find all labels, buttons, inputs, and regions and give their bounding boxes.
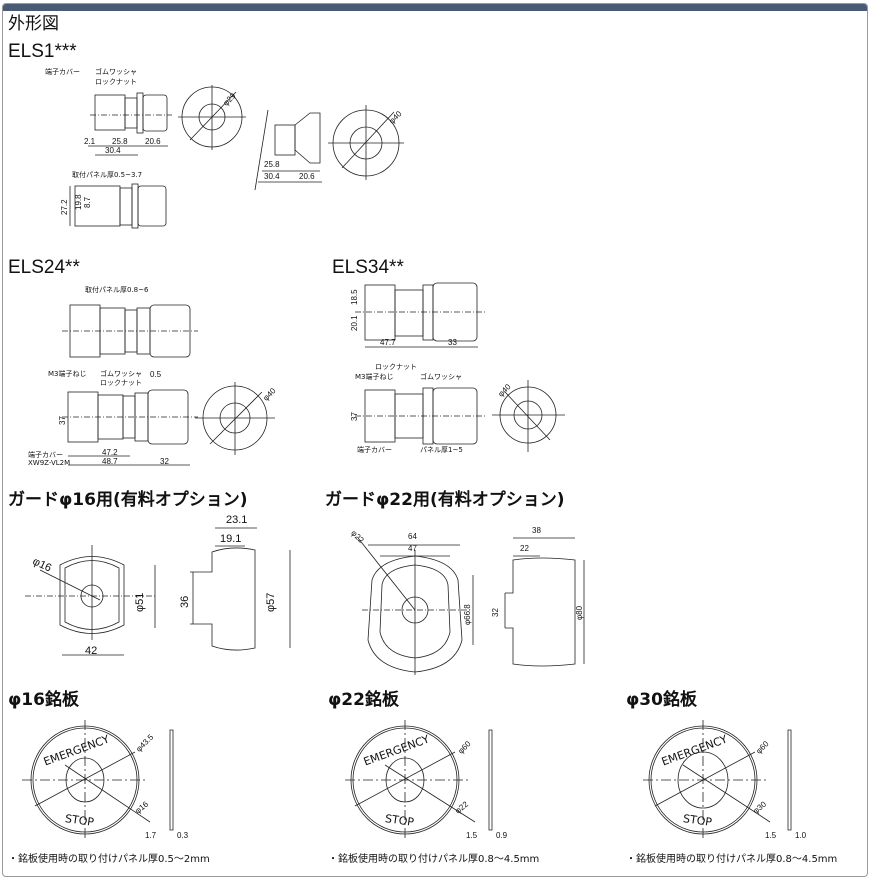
dim: 25.8	[264, 160, 280, 169]
els24-heading: ELS24**	[8, 257, 80, 278]
dim: 0.9	[496, 831, 508, 840]
dim: 2.1	[84, 137, 96, 146]
dim: 47	[408, 544, 417, 553]
plate30-heading: φ30銘板	[626, 690, 697, 710]
label: ロックナット	[100, 379, 142, 387]
els1-tilt-view	[254, 109, 322, 191]
dim: 64	[408, 532, 417, 541]
label: M3端子ねじ	[48, 370, 87, 378]
dim: 48.7	[102, 457, 118, 466]
label: 端子カバー	[28, 451, 63, 459]
label: ゴムワッシャ	[420, 373, 462, 381]
dim: φ80	[575, 605, 584, 620]
plate-note: ・銘板使用時の取り付けパネル厚0.8～4.5mm	[328, 854, 540, 865]
dim: 0.3	[177, 831, 189, 840]
els34-top-view	[355, 282, 485, 348]
dim: 1.7	[145, 831, 157, 840]
dim: 0.5	[150, 370, 162, 379]
dim: φ57	[265, 592, 277, 612]
els1-bottom-view	[69, 183, 167, 229]
label: パネル厚1~5	[420, 446, 463, 454]
dim: 47.2	[102, 448, 118, 457]
dim: 1.0	[795, 831, 807, 840]
guard22-side-view	[504, 537, 585, 667]
plate22-heading: φ22銘板	[328, 690, 399, 710]
label: 取付パネル厚0.5~3.7	[72, 171, 143, 179]
els24-front-view	[195, 382, 275, 455]
plate-note: ・銘板使用時の取り付けパネル厚0.8～4.5mm	[626, 854, 838, 865]
label: ロックナット	[95, 78, 137, 86]
plate16-drawing	[22, 720, 174, 840]
dim: 1.5	[466, 831, 478, 840]
dim: 33	[448, 338, 457, 347]
guard22-front-view	[357, 537, 474, 675]
els34-side-view	[355, 387, 485, 445]
label: XW9Z-VL2M	[28, 459, 71, 467]
dim: φ66.8	[463, 604, 472, 625]
dim: 37	[350, 412, 359, 421]
label: ゴムワッシャ	[95, 68, 137, 76]
plate22-drawing	[345, 720, 493, 840]
guard22-heading: ガードφ22用(有料オプション)	[325, 490, 565, 510]
page-title: 外形図	[8, 14, 59, 34]
dim: 32	[491, 608, 500, 617]
header-bar	[3, 4, 867, 11]
dim: 47.7	[380, 338, 396, 347]
dim: 8.7	[83, 196, 92, 208]
dim: 30.4	[105, 146, 121, 155]
dim: 27.2	[60, 199, 69, 215]
label: 端子カバー	[45, 68, 80, 76]
dim: 42	[85, 645, 98, 657]
dim: 38	[532, 526, 541, 535]
label: 取付パネル厚0.8~6	[85, 286, 149, 294]
els24-side-view	[62, 389, 198, 466]
dim: 19.1	[220, 533, 242, 545]
label: M3端子ねじ	[355, 373, 394, 381]
els34-front-view	[492, 380, 565, 452]
dim: 20.1	[350, 315, 359, 331]
dim: 20.6	[299, 172, 315, 181]
els1-tilt-front	[328, 105, 404, 180]
guard16-heading: ガードφ16用(有料オプション)	[8, 490, 248, 510]
dim: 36	[179, 595, 191, 608]
label: ゴムワッシャ	[100, 370, 142, 378]
dim: 25.8	[112, 137, 128, 146]
label: 端子カバー	[357, 446, 392, 454]
plate30-drawing	[643, 720, 792, 840]
dim: 37	[58, 416, 67, 425]
els1-front-view	[178, 85, 246, 150]
els34-heading: ELS34**	[332, 257, 404, 278]
els24-top-view	[62, 304, 198, 358]
guard16-side-view	[190, 527, 291, 651]
plate-note: ・銘板使用時の取り付けパネル厚0.5～2mm	[8, 854, 210, 865]
dim: 20.6	[145, 137, 161, 146]
drawing-frame	[2, 3, 868, 877]
label: ロックナット	[375, 363, 417, 371]
els1-heading: ELS1***	[8, 41, 77, 62]
dim: 32	[160, 457, 169, 466]
dim: 23.1	[226, 514, 248, 526]
dim: 1.5	[765, 831, 777, 840]
dim: 19.8	[74, 194, 83, 210]
dim: 22	[520, 544, 529, 553]
dim: φ51	[134, 592, 146, 612]
guard16-front-view	[25, 545, 156, 656]
dim: 18.5	[350, 289, 359, 305]
plate16-heading: φ16銘板	[8, 690, 79, 710]
els1-side-view	[88, 92, 172, 156]
dim: 30.4	[264, 172, 280, 181]
